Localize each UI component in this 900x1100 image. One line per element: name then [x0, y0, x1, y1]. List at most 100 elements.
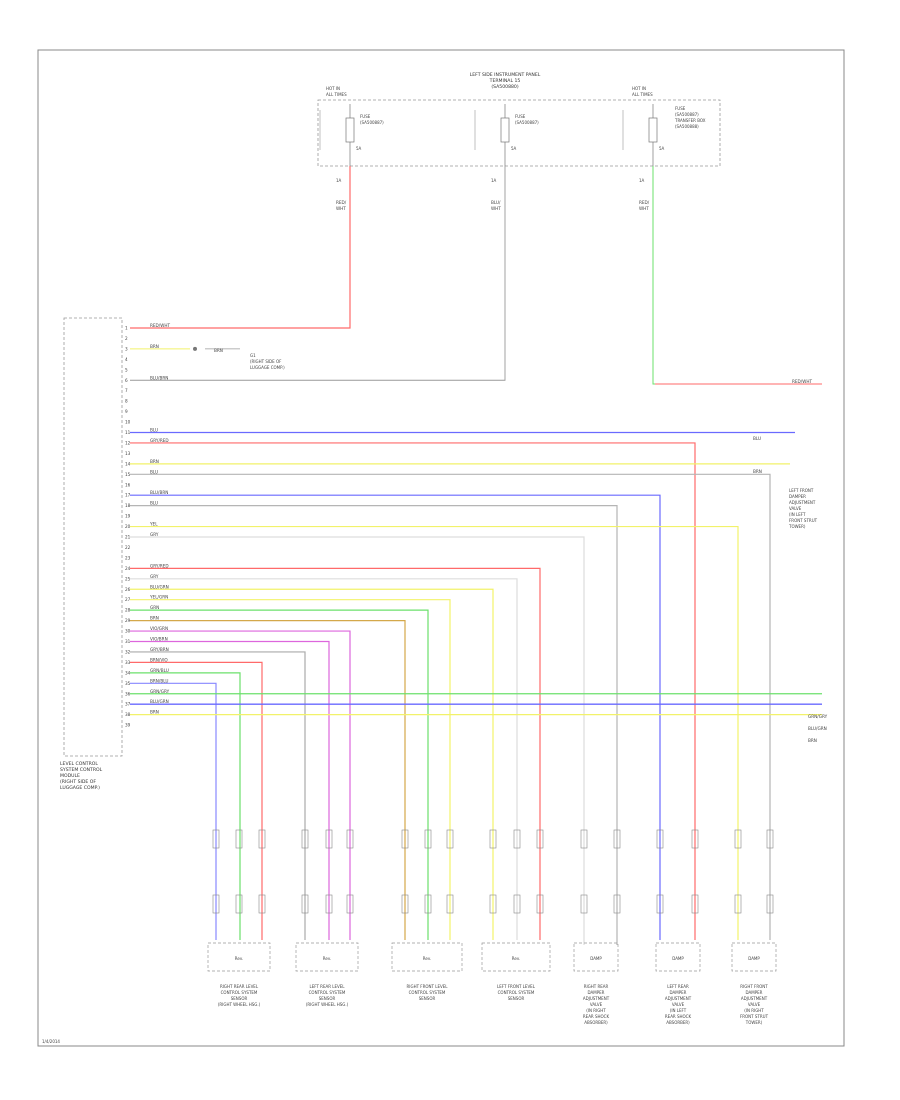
wire-to-component — [130, 630, 351, 940]
fuse-box: LEFT SIDE INSTRUMENT PANEL TERMINAL 15 (… — [317, 72, 721, 211]
connector-pin — [613, 829, 621, 849]
module-pin-number: 15 — [125, 472, 131, 477]
fuse-name-line: FUSE — [515, 114, 526, 119]
fuse-element — [345, 117, 355, 143]
ground-label-line: (RIGHT SIDE OF — [250, 359, 282, 364]
sensor-label-line: DAMPER — [588, 990, 605, 995]
module-wire-label: BLU — [150, 501, 158, 506]
module-wire-label: GRY/RED — [150, 563, 169, 568]
module-pin-number: 30 — [125, 629, 131, 634]
module-wire-label: GRY/RED — [150, 438, 169, 443]
module-pin-number: 14 — [125, 461, 131, 466]
sensor-label-line: ABSORBER) — [584, 1020, 608, 1025]
module-wire-label: GRN — [150, 605, 159, 610]
module-wire-label: YEL/GRN — [149, 595, 168, 600]
sensor-label-line: SENSOR — [231, 996, 248, 1001]
wire-to-component — [130, 567, 541, 940]
module-pin-number: 13 — [125, 451, 131, 456]
fuse-box-outline — [317, 99, 721, 167]
module-wire-label: BLU/GRN — [150, 584, 169, 589]
wire-to-component — [130, 651, 306, 940]
diagram-border — [37, 49, 845, 1047]
right-bottom-label: BLU/GRN — [808, 726, 827, 731]
connector-pin — [325, 894, 333, 914]
module-pin-number: 7 — [125, 388, 128, 393]
sensor-label-line: VALVE — [672, 1002, 685, 1007]
connector-pin — [258, 894, 266, 914]
module-wire-label: BRN — [150, 710, 159, 715]
sensor-label-line: RIGHT REAR — [584, 984, 609, 989]
connector-pin — [536, 829, 544, 849]
sensor-box-text: DAMP — [590, 956, 602, 961]
fuse-name-line: (SA500887) — [515, 120, 539, 125]
module-wire-label: GRY/BRN — [150, 647, 169, 652]
module-label-line: (RIGHT SIDE OF — [60, 779, 96, 785]
wire-to-component — [130, 494, 661, 940]
module-pin-number: 27 — [125, 597, 131, 602]
sensor-box — [731, 942, 777, 972]
module-pin-number: 17 — [125, 493, 131, 498]
sensor-label-line: LEFT REAR — [667, 984, 689, 989]
fuse-pin: 1A — [336, 178, 342, 183]
connector-pin — [446, 829, 454, 849]
module-label-line: MODULE — [60, 773, 80, 779]
module-pin-number: 21 — [125, 535, 131, 540]
connector-pin — [656, 829, 664, 849]
fuse-name-line: (SA500887) — [675, 112, 699, 117]
module-pin-number: 25 — [125, 576, 131, 581]
module-wire-label: BLU — [150, 469, 158, 474]
module-pin-number: 28 — [125, 608, 131, 613]
sensor-label-line: (IN RIGHT — [744, 1008, 764, 1013]
wire-to-component — [130, 599, 451, 940]
module-wire-label: BLU/BRN — [150, 490, 168, 495]
module-wire-label: GRY — [150, 574, 159, 579]
wire-to-component — [130, 661, 263, 940]
connector-pin — [734, 829, 742, 849]
right-bottom-label: GRN/GRY — [808, 714, 828, 719]
connector-pin — [580, 829, 588, 849]
sensor-label-line: ABSORBER) — [666, 1020, 690, 1025]
fuse-box-title-line: TERMINAL 15 — [489, 78, 521, 84]
right-side-labels: RED/WHT BLU BRN LEFT FRONT DAMPER ADJUST… — [753, 379, 828, 743]
sensor-box-text: Rev. — [235, 956, 243, 961]
module-wire-label: BRN/VIO — [150, 657, 168, 662]
right-top-wire-label: RED/WHT — [792, 379, 812, 384]
wire-to-component — [130, 672, 241, 940]
fuse-element — [648, 117, 658, 143]
sensor-label-line: CONTROL SYSTEM — [498, 990, 535, 995]
sensor-label-line: FRONT STRUT — [740, 1014, 769, 1019]
sensor-label-line: DAMPER — [670, 990, 687, 995]
fuse-caption-line: HOT IN — [632, 86, 646, 91]
sensor-box — [295, 942, 359, 972]
connector-pin — [325, 829, 333, 849]
ground-label-line: G1 — [250, 353, 256, 358]
wire-to-component — [130, 619, 406, 940]
sensor-box-text: Rev. — [323, 956, 331, 961]
sensor-label-line: RIGHT FRONT LEVEL — [407, 984, 449, 989]
fuse-name-line: FUSE — [675, 106, 686, 111]
fuse-box-title-line: (SA500880) — [491, 84, 518, 90]
connector-pin — [691, 894, 699, 914]
fuse-amp: 5A — [356, 146, 362, 151]
sensor-label-line: RIGHT REAR LEVEL — [220, 984, 259, 989]
wire-to-component — [130, 505, 618, 945]
sensor-label-line: SENSOR — [508, 996, 525, 1001]
wire-to-component — [130, 682, 217, 940]
module-pin-number: 32 — [125, 649, 131, 654]
ground-wire-label: BRN — [214, 348, 223, 353]
sensor-label-line: ADJUSTMENT — [665, 996, 692, 1001]
module-pin-number: 38 — [125, 712, 131, 717]
connector-pin — [401, 894, 409, 914]
connector-pin — [346, 829, 354, 849]
fuse-caption-line: ALL TIMES — [632, 92, 653, 97]
connector-pin — [536, 894, 544, 914]
sensor-label-line: LEFT REAR LEVEL — [309, 984, 345, 989]
connector-pin — [258, 829, 266, 849]
splice-dot — [193, 346, 197, 351]
connector-pin — [513, 829, 521, 849]
ground-symbol: BRN G1 (RIGHT SIDE OF LUGGAGE COMP.) — [214, 348, 285, 370]
connector-pin — [489, 894, 497, 914]
module-pin-number: 31 — [125, 639, 131, 644]
